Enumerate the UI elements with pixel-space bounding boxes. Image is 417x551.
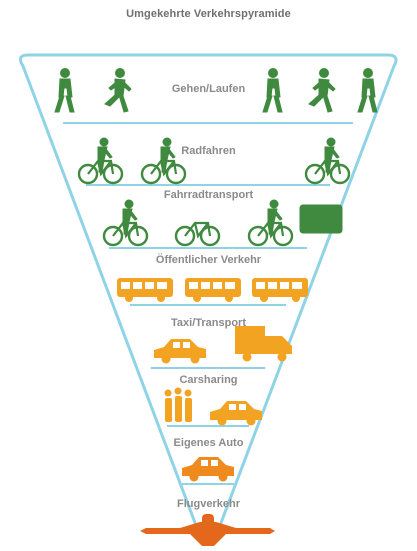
- bus-icon: [117, 278, 173, 302]
- cyclist-icon: [104, 200, 147, 245]
- level-label-cycling: Radfahren: [181, 145, 236, 157]
- level-dividers: [63, 122, 353, 485]
- car-icon: [210, 401, 262, 426]
- level-own-car-icons: [182, 457, 234, 482]
- level-carsharing-icons: [164, 387, 262, 426]
- level-label-air-travel: Flugverkehr: [177, 498, 240, 510]
- level-label-taxi: Taxi/Transport: [171, 317, 246, 329]
- level-taxi-icons: [154, 326, 292, 364]
- cargo-tricycle-icon: [174, 221, 221, 247]
- car-icon: [182, 457, 234, 482]
- level-public-transport-icons: [117, 278, 308, 302]
- level-label-own-car: Eigenes Auto: [173, 437, 244, 449]
- level-label-bike-transport: Fahrradtransport: [163, 189, 254, 201]
- people-group-icon: [164, 387, 192, 422]
- airplane-icon: [140, 514, 275, 546]
- bike-trailer-icon: [249, 200, 292, 245]
- level-label-walking: Gehen/Laufen: [171, 83, 246, 95]
- level-label-public-transport: Öffentlicher Verkehr: [155, 254, 262, 266]
- diagram-title: Umgekehrte Verkehrspyramide: [126, 8, 291, 20]
- level-label-carsharing: Carsharing: [179, 374, 238, 386]
- trailer-box-icon: [299, 204, 343, 234]
- taxi-icon: [154, 339, 206, 364]
- train-icon: [185, 278, 241, 302]
- level-bike-transport-icons: [104, 200, 343, 247]
- delivery-truck-icon: [235, 326, 265, 354]
- coach-icon: [252, 278, 308, 302]
